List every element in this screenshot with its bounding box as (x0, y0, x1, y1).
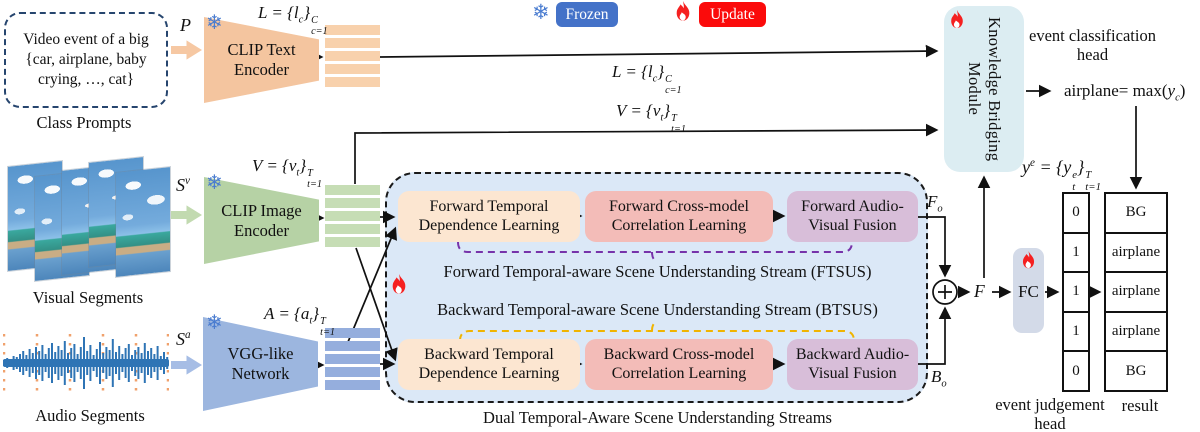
audio-waveform (3, 334, 169, 392)
table-cell: airplane (1106, 313, 1166, 353)
snowflake-icon: ❄ (206, 10, 223, 34)
formula-classification: airplane= max(yc) (1064, 81, 1186, 104)
dual-streams-caption: Dual Temporal-Aware Scene Understanding … (483, 408, 832, 427)
class-prompts-caption: Class Prompts (36, 113, 132, 132)
encoder-label: CLIP Image (221, 200, 302, 220)
video-frame (116, 167, 170, 277)
update-legend-badge: Update (699, 2, 766, 27)
formula-Sa: Sa (176, 329, 191, 349)
kbm-label: Knowledge Bridging Module (965, 16, 1004, 162)
sum-operator (932, 279, 958, 305)
judgement-head-caption: event judgement head (995, 395, 1105, 432)
formula-Bo: Bo (931, 367, 947, 390)
table-cell: BG (1125, 362, 1147, 379)
formula-P: P (180, 15, 191, 35)
frozen-legend-badge: Frozen (556, 2, 618, 27)
class-prompts-box: Video event of a big {car, airplane, bab… (4, 12, 168, 108)
classification-head-caption: event classification head (1029, 26, 1156, 64)
backward-cross-model-box: Backward Cross-model Correlation Learnin… (585, 339, 773, 390)
formula-Sv: Sv (176, 175, 190, 195)
fire-icon (1019, 251, 1038, 272)
encoder-label: VGG-like (227, 344, 294, 364)
backward-av-fusion-box: Backward Audio-Visual Fusion (787, 339, 918, 390)
ftsus-caption: Forward Temporal-aware Scene Understandi… (443, 262, 872, 281)
table-cell: 1 (1064, 273, 1088, 313)
formula-F: F (974, 281, 985, 301)
snowflake-icon: ❄ (206, 170, 223, 194)
prompt-line: Video event of a big (23, 31, 149, 49)
table-cell: 0 (1064, 194, 1088, 234)
table-cell: BG (1106, 194, 1166, 234)
prompt-input-arrow (171, 40, 202, 60)
prompt-line: {car, airplane, baby (25, 51, 147, 69)
encoder-label: Encoder (234, 220, 289, 240)
table-cell: 0 (1072, 362, 1080, 379)
result-caption: result (1121, 396, 1159, 415)
btsus-caption: Backward Temporal-aware Scene Understand… (437, 300, 878, 319)
L-to-kbm-line (379, 44, 939, 58)
formula-Fo: Fo (927, 192, 943, 215)
visual-segments-stack (8, 157, 174, 290)
fire-icon (672, 1, 694, 25)
table-cell: 1 (1064, 234, 1088, 274)
visual-input-arrow (171, 205, 202, 225)
knowledge-bridging-module: Knowledge Bridging Module (944, 6, 1024, 172)
encoder-label: CLIP Text (227, 40, 296, 60)
table-cell: 1 (1064, 313, 1088, 353)
table-cell: airplane (1106, 234, 1166, 274)
audio-input-arrow (171, 355, 202, 375)
fire-icon (947, 10, 967, 32)
visual-segments-caption: Visual Segments (32, 288, 144, 307)
fire-icon (388, 274, 410, 298)
forward-temporal-dependence-box: Forward Temporal Dependence Learning (398, 191, 580, 242)
snowflake-icon: ❄ (532, 0, 550, 24)
snowflake-icon: ❄ (206, 310, 223, 334)
prompt-line: crying, …, cat} (37, 70, 135, 88)
fc-label: FC (1018, 282, 1039, 301)
backward-temporal-dependence-box: Backward Temporal Dependence Learning (398, 339, 580, 390)
encoder-label: Network (231, 364, 290, 383)
forward-cross-model-box: Forward Cross-model Correlation Learning (585, 191, 773, 242)
table-cell: airplane (1106, 273, 1166, 313)
encoder-label: Encoder (234, 60, 289, 79)
audio-segments-caption: Audio Segments (35, 406, 145, 425)
forward-av-fusion-box: Forward Audio-Visual Fusion (787, 191, 918, 242)
